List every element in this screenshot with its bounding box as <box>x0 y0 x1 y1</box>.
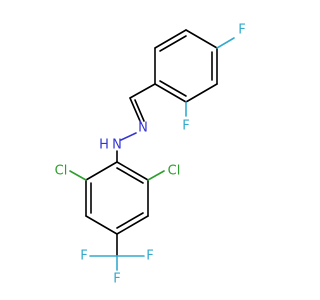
bond <box>129 97 141 122</box>
bond <box>154 83 187 103</box>
bond <box>139 120 142 124</box>
structure-drawing: F F N N H Cl Cl F F F <box>55 23 246 287</box>
bond <box>85 161 118 181</box>
fluorine-atom-label: F <box>238 23 245 38</box>
bond <box>185 83 218 103</box>
bond <box>216 37 235 49</box>
bond <box>69 170 87 181</box>
fluorine-atom-label: F <box>80 249 87 264</box>
bond <box>116 212 144 229</box>
bond <box>129 83 156 99</box>
chlorine-atom-label: Cl <box>168 164 181 179</box>
bond <box>159 35 187 52</box>
bond <box>134 99 145 122</box>
difluorophenyl-ring <box>154 29 235 117</box>
bond <box>154 29 187 49</box>
fluorine-atom-label: F <box>146 249 153 264</box>
molecule-diagram: F F N N H Cl Cl F F F <box>55 23 246 287</box>
bond <box>147 170 165 181</box>
bond <box>116 167 144 184</box>
bond <box>85 215 118 235</box>
bond <box>116 215 149 235</box>
fluorine-atom-label: F <box>182 119 189 134</box>
fluorine-atom-label: F <box>113 272 120 287</box>
dichlorophenyl-ring <box>69 150 165 271</box>
nitrogen-atom-label: N <box>138 121 148 136</box>
bond <box>120 132 137 141</box>
chlorine-atom-label: Cl <box>55 164 68 179</box>
bond <box>116 161 149 181</box>
nitrogen-atom-label: N <box>112 138 122 153</box>
hydrogen-atom-label: H <box>99 138 109 153</box>
bond <box>185 29 218 49</box>
hydrazone-linker <box>120 83 156 141</box>
bond <box>159 80 187 97</box>
